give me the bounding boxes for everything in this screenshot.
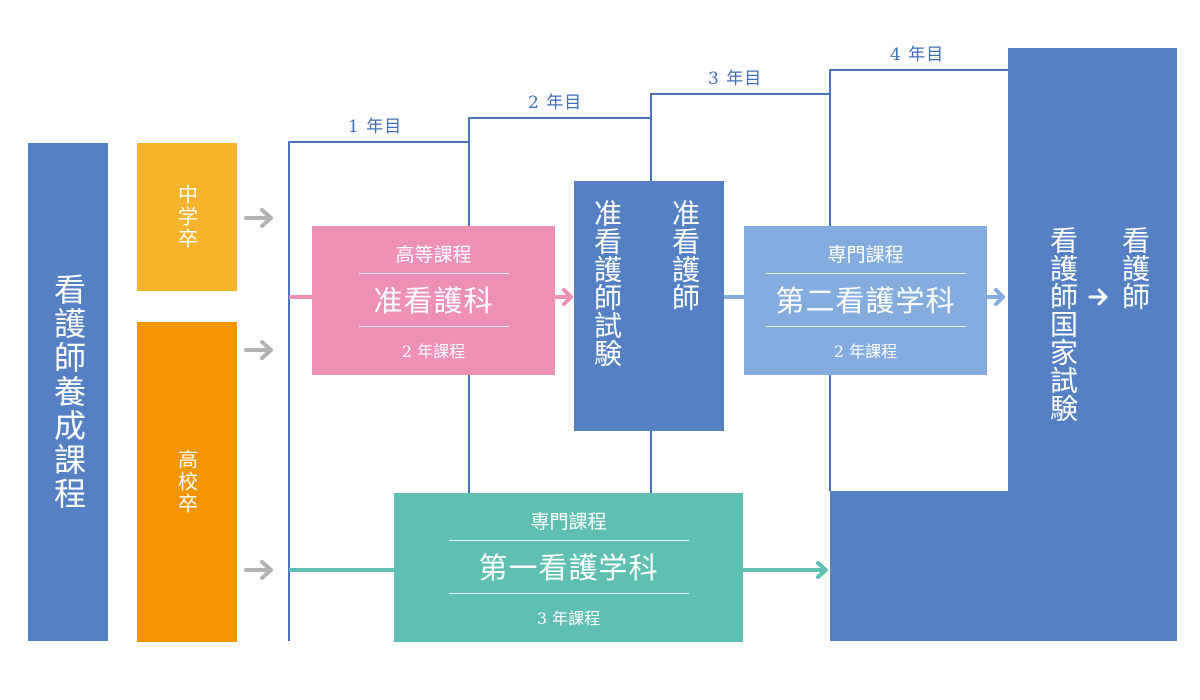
first-course-divider-bottom [448, 593, 689, 594]
associate-exam-label: 准看護師試験 [590, 199, 623, 367]
high-school-label: 高校卒 [174, 449, 199, 515]
national-result-label: 看護師 [1118, 226, 1151, 310]
year-1-label: 1 年目 [348, 117, 403, 137]
second-course-name: 第二看護学科 [775, 284, 956, 318]
associate-course-divider-bottom [358, 326, 509, 327]
second-course-divider-top [765, 273, 966, 274]
associate-course-box: 高等課程 准看護科 2 年課程 [312, 226, 555, 375]
second-course-category: 専門課程 [827, 244, 904, 266]
junior-high-label: 中学卒 [174, 184, 199, 250]
year-4-label: 4 年目 [890, 45, 945, 65]
first-course-duration: 3 年課程 [536, 609, 601, 628]
pink-flow-arrow [553, 288, 573, 306]
year-3-label: 3 年目 [708, 69, 763, 89]
entry-arrow-high-school-2 [244, 560, 273, 580]
second-course-duration: 2 年課程 [833, 342, 898, 361]
associate-course-category: 高等課程 [395, 244, 472, 266]
high-school-box: 高校卒 [137, 322, 237, 642]
associate-result-label: 准看護師 [668, 199, 701, 311]
second-course-box: 専門課程 第二看護学科 2 年課程 [744, 226, 987, 375]
year-2-line [468, 117, 652, 181]
junior-high-box: 中学卒 [137, 143, 237, 291]
first-course-category: 専門課程 [530, 511, 607, 533]
national-exam-text-area: 看護師国家試験 看護師 [1008, 48, 1177, 491]
national-result-arrow [1088, 288, 1108, 306]
first-course-box: 専門課程 第一看護学科 3 年課程 [394, 493, 743, 642]
associate-course-divider-top [358, 273, 509, 274]
first-course-name: 第一看護学科 [478, 551, 659, 585]
teal-flow-arrow [741, 561, 828, 579]
entry-arrow-high-school-1 [244, 340, 273, 360]
associate-course-name: 准看護科 [373, 284, 494, 318]
second-course-divider-bottom [765, 326, 966, 327]
national-exam-block [830, 48, 1177, 641]
curriculum-label-text: 看護師養成課程 [49, 273, 87, 511]
light-blue-flow-arrow [985, 288, 1005, 306]
entry-arrow-junior-high [244, 208, 273, 228]
year-3-line [650, 93, 831, 226]
year-4-line [829, 69, 1008, 94]
associate-course-duration: 2 年課程 [401, 342, 466, 361]
curriculum-label: 看護師養成課程 [28, 143, 108, 641]
national-exam-label: 看護師国家試験 [1046, 226, 1079, 422]
associate-exam-box: 准看護師試験 准看護師 [574, 181, 724, 431]
first-course-divider-top [448, 540, 689, 541]
year-2-label: 2 年目 [528, 93, 583, 113]
